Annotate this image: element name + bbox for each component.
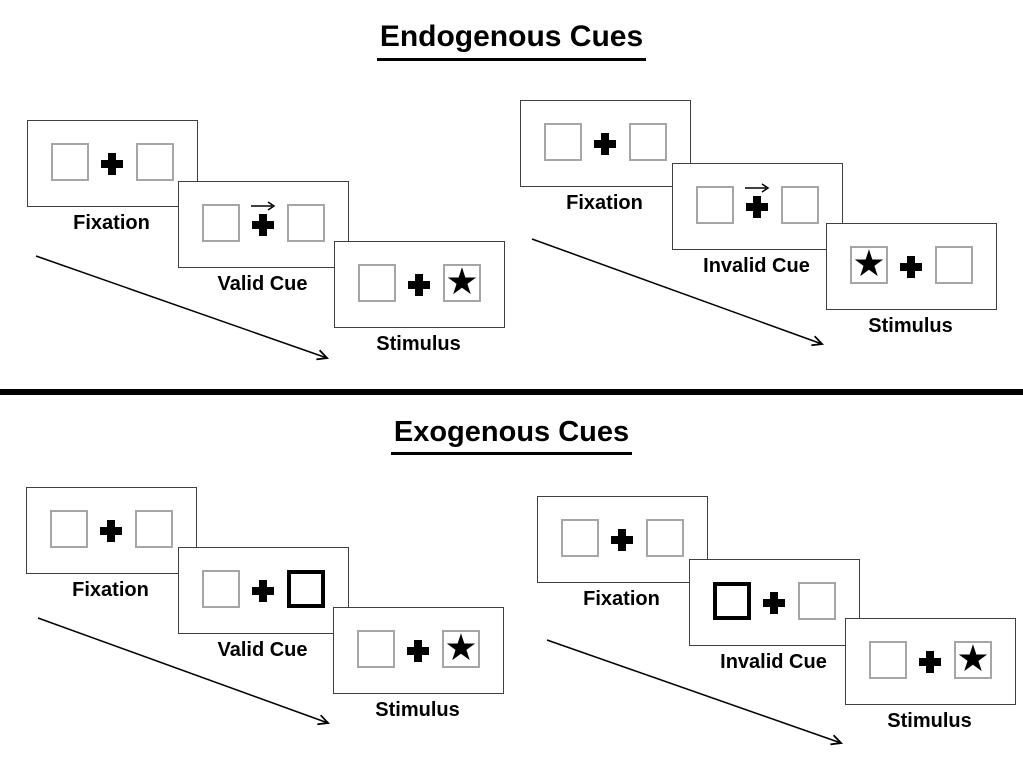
exo-invalid-fixation-step: Fixation xyxy=(537,496,708,610)
step-label: Fixation xyxy=(566,192,643,214)
screen-panel xyxy=(537,496,708,583)
bold-cue-box xyxy=(287,570,325,608)
fixation-cross-icon xyxy=(594,133,616,155)
exo-valid-stimulus-step: ★ Stimulus xyxy=(333,607,504,721)
star-icon: ★ xyxy=(956,636,990,680)
right-placeholder-box xyxy=(629,123,667,161)
screen-panel xyxy=(26,487,197,574)
step-label: Valid Cue xyxy=(217,273,308,295)
section-divider-line xyxy=(0,389,1023,395)
left-placeholder-box xyxy=(51,143,89,181)
endo-valid-cue-step: Valid Cue xyxy=(178,181,349,295)
screen-panel: ★ xyxy=(333,607,504,694)
screen-panel xyxy=(520,100,691,187)
fixation-cross-icon xyxy=(611,529,633,551)
step-label: Fixation xyxy=(72,579,149,601)
left-placeholder-box xyxy=(561,519,599,557)
endo-valid-fixation-step: Fixation xyxy=(27,120,198,234)
star-icon: ★ xyxy=(444,625,478,669)
fixation-cross-icon xyxy=(919,651,941,673)
right-placeholder-box xyxy=(781,186,819,224)
screen-panel xyxy=(672,163,843,250)
fixation-cross-icon xyxy=(101,153,123,175)
endo-invalid-fixation-step: Fixation xyxy=(520,100,691,214)
right-placeholder-box xyxy=(646,519,684,557)
left-placeholder-box xyxy=(696,186,734,224)
section-title-endogenous: Endogenous Cues xyxy=(0,20,1023,61)
step-label: Stimulus xyxy=(376,333,461,355)
screen-panel: ★ xyxy=(334,241,505,328)
right-placeholder-box xyxy=(798,582,836,620)
endo-invalid-time-arrow xyxy=(531,238,822,344)
section-title-exogenous: Exogenous Cues xyxy=(0,416,1023,456)
cue-arrow-icon xyxy=(744,180,771,194)
left-placeholder-box xyxy=(357,630,395,668)
exo-invalid-time-arrow xyxy=(546,639,841,743)
left-placeholder-box xyxy=(50,510,88,548)
fixation-cross-icon xyxy=(407,640,429,662)
fixation-cross-icon xyxy=(763,592,785,614)
screen-panel xyxy=(27,120,198,207)
right-placeholder-box xyxy=(136,143,174,181)
step-label: Invalid Cue xyxy=(703,255,810,277)
screen-panel xyxy=(689,559,860,646)
step-label: Fixation xyxy=(73,212,150,234)
fixation-cross-icon xyxy=(900,256,922,278)
step-label: Stimulus xyxy=(868,315,953,337)
target-star-box: ★ xyxy=(850,241,888,285)
left-placeholder-box xyxy=(544,123,582,161)
exo-invalid-cue-step: Invalid Cue xyxy=(689,559,860,673)
right-placeholder-box xyxy=(135,510,173,548)
screen-panel: ★ xyxy=(826,223,997,310)
exo-invalid-stimulus-step: ★ Stimulus xyxy=(845,618,1016,732)
target-star-box: ★ xyxy=(442,625,480,669)
step-label: Stimulus xyxy=(375,699,460,721)
fixation-cross-icon xyxy=(252,580,274,602)
endo-invalid-cue-step: Invalid Cue xyxy=(672,163,843,277)
left-placeholder-box xyxy=(358,264,396,302)
left-placeholder-box xyxy=(869,641,907,679)
exo-valid-time-arrow xyxy=(37,617,328,723)
screen-panel xyxy=(178,547,349,634)
step-label: Valid Cue xyxy=(217,639,308,661)
target-star-box: ★ xyxy=(954,636,992,680)
screen-panel: ★ xyxy=(845,618,1016,705)
endo-invalid-stimulus-step: ★ Stimulus xyxy=(826,223,997,337)
exo-valid-cue-step: Valid Cue xyxy=(178,547,349,661)
left-placeholder-box xyxy=(202,570,240,608)
step-label: Stimulus xyxy=(887,710,972,732)
step-label: Invalid Cue xyxy=(720,651,827,673)
fixation-cross-icon xyxy=(408,274,430,296)
right-placeholder-box xyxy=(935,246,973,284)
screen-panel xyxy=(178,181,349,268)
star-icon: ★ xyxy=(852,241,886,285)
fixation-cross-icon xyxy=(100,520,122,542)
endo-valid-stimulus-step: ★ Stimulus xyxy=(334,241,505,355)
star-icon: ★ xyxy=(445,259,479,303)
bold-cue-box xyxy=(713,582,751,620)
fixation-cross-icon xyxy=(746,196,768,218)
step-label: Fixation xyxy=(583,588,660,610)
fixation-cross-icon xyxy=(252,214,274,236)
target-star-box: ★ xyxy=(443,259,481,303)
exo-valid-fixation-step: Fixation xyxy=(26,487,197,601)
cue-arrow-icon xyxy=(250,198,277,212)
left-placeholder-box xyxy=(202,204,240,242)
right-placeholder-box xyxy=(287,204,325,242)
endo-valid-time-arrow xyxy=(35,255,327,358)
